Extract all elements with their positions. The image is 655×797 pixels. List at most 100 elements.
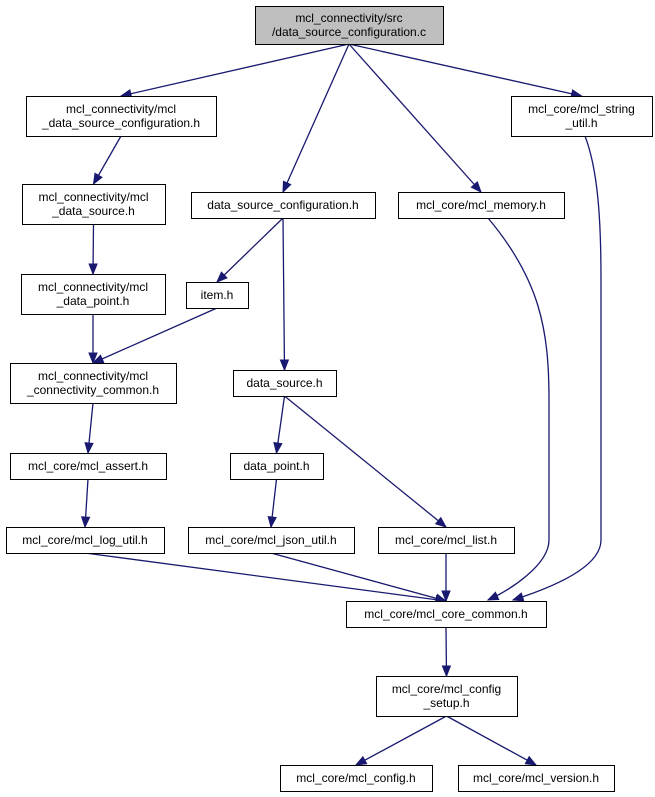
- node-mcl-ds-h[interactable]: mcl_connectivity/mcl_data_source.h: [22, 184, 166, 225]
- edge-mcl_conn_common_h-to-mcl_assert_h: [84, 402, 94, 455]
- node-item-h[interactable]: item.h: [186, 282, 249, 309]
- arrowhead: [92, 172, 103, 186]
- edge-line: [92, 307, 218, 364]
- edge-mcl_dsc_h-to-mcl_ds_h: [92, 135, 122, 186]
- edge-mcl_json_util_h-to-mcl_core_common_h: [270, 552, 448, 603]
- node-label: item.h: [201, 288, 234, 302]
- nodes-layer: mcl_connectivity/src/data_source_configu…: [6, 6, 653, 792]
- edge-data_source_h-to-mcl_list_h: [284, 395, 448, 528]
- node-mcl-dsc-h[interactable]: mcl_connectivity/mcl_data_source_configu…: [26, 96, 217, 137]
- node-label: /data_source_configuration.c: [272, 25, 426, 39]
- node-label: mcl_core/mcl_list.h: [395, 533, 497, 547]
- edge-line: [270, 552, 447, 602]
- node-label: mcl_core/mcl_version.h: [473, 771, 599, 785]
- edge-line: [355, 715, 447, 766]
- node-mcl-log-util-h[interactable]: mcl_core/mcl_log_util.h: [6, 527, 165, 554]
- edge-line: [120, 43, 350, 97]
- arrowhead: [91, 354, 105, 364]
- edge-mcl_memory_h-to-mcl_core_common_h: [486, 217, 550, 601]
- node-box: [376, 676, 518, 717]
- edge-item_h-to-mcl_conn_common_h: [91, 307, 218, 364]
- arrowhead: [441, 590, 451, 603]
- node-box: [10, 363, 177, 404]
- edge-line: [348, 43, 582, 97]
- node-label: _setup.h: [422, 696, 469, 710]
- edge-line: [487, 217, 550, 601]
- arrowhead: [216, 271, 228, 283]
- edge-line: [512, 135, 602, 601]
- node-label: _util.h: [564, 116, 597, 130]
- arrowhead: [470, 181, 482, 194]
- edges-layer: [80, 43, 602, 766]
- arrowhead: [88, 352, 98, 365]
- edge-mcl_dp_h-to-mcl_conn_common_h: [88, 314, 98, 365]
- node-mcl-json-util-h[interactable]: mcl_core/mcl_json_util.h: [188, 527, 355, 554]
- node-mcl-string-util-h[interactable]: mcl_core/mcl_string_util.h: [511, 96, 653, 137]
- node-label: mcl_core/mcl_config: [392, 682, 501, 696]
- edge-line: [282, 217, 286, 371]
- edge-mcl_list_h-to-mcl_core_common_h: [441, 553, 451, 603]
- node-mcl-core-common-h[interactable]: mcl_core/mcl_core_common.h: [346, 601, 547, 628]
- node-label: mcl_core/mcl_string: [528, 102, 635, 116]
- node-label: _data_source_configuration.h: [41, 116, 200, 130]
- node-mcl-memory-h[interactable]: mcl_core/mcl_memory.h: [398, 192, 565, 219]
- arrowhead: [84, 442, 94, 455]
- edge-root-to-mcl_dsc_h: [119, 43, 350, 99]
- arrowhead: [88, 263, 98, 276]
- edge-mcl_string_util_h-to-mcl_core_common_h: [511, 135, 602, 602]
- node-box: [21, 274, 166, 315]
- edge-line: [216, 217, 284, 283]
- node-mcl-dp-h[interactable]: mcl_connectivity/mcl_data_point.h: [21, 274, 166, 315]
- edge-line: [348, 43, 482, 193]
- edge-mcl_config_setup_h-to-mcl_config_h: [354, 715, 447, 766]
- node-mcl-config-h[interactable]: mcl_core/mcl_config.h: [280, 765, 433, 792]
- edge-line: [446, 715, 537, 766]
- edge-mcl_ds_h-to-mcl_dp_h: [88, 223, 98, 276]
- arrowhead: [511, 592, 525, 602]
- arrowhead: [486, 591, 500, 601]
- node-label: _connectivity_common.h: [26, 383, 159, 397]
- node-box: [10, 453, 167, 480]
- node-mcl-config-setup-h[interactable]: mcl_core/mcl_config_setup.h: [376, 676, 518, 717]
- node-root[interactable]: mcl_connectivity/src/data_source_configu…: [255, 6, 444, 45]
- node-label: mcl_core/mcl_assert.h: [28, 459, 148, 473]
- node-data-point-h[interactable]: data_point.h: [230, 453, 324, 480]
- edge-dsc_h-to-item_h: [216, 217, 284, 283]
- node-mcl-assert-h[interactable]: mcl_core/mcl_assert.h: [10, 453, 167, 480]
- node-data-source-h[interactable]: data_source.h: [233, 370, 337, 397]
- node-box: [398, 192, 565, 219]
- edge-mcl_log_util_h-to-mcl_core_common_h: [84, 552, 448, 605]
- node-box: [191, 192, 376, 219]
- node-box: [230, 453, 324, 480]
- node-mcl-list-h[interactable]: mcl_core/mcl_list.h: [378, 527, 515, 554]
- node-mcl-version-h[interactable]: mcl_core/mcl_version.h: [458, 765, 615, 792]
- arrowhead: [282, 180, 292, 194]
- node-mcl-conn-common-h[interactable]: mcl_connectivity/mcl_connectivity_common…: [10, 363, 177, 404]
- node-box: [233, 370, 337, 397]
- node-label: mcl_connectivity/mcl: [38, 280, 148, 294]
- node-label: _data_source.h: [51, 204, 135, 218]
- edge-root-to-mcl_string_util_h: [348, 43, 583, 99]
- edge-root-to-mcl_memory_h: [348, 43, 482, 194]
- edge-line: [282, 43, 350, 193]
- node-box: [186, 282, 249, 309]
- edge-mcl_config_setup_h-to-mcl_version_h: [446, 715, 538, 766]
- node-box: [255, 6, 444, 45]
- node-box: [22, 184, 166, 225]
- edge-root-to-dsc_h: [282, 43, 350, 194]
- node-box: [511, 96, 653, 137]
- node-box: [6, 527, 165, 554]
- node-label: mcl_connectivity/mcl: [66, 102, 176, 116]
- node-label: mcl_connectivity/src: [295, 11, 402, 25]
- arrowhead: [354, 755, 368, 766]
- node-dsc-h[interactable]: data_source_configuration.h: [191, 192, 376, 219]
- node-label: mcl_connectivity/mcl: [38, 369, 148, 383]
- arrowhead: [279, 359, 290, 372]
- arrowhead: [273, 441, 283, 455]
- arrowhead: [441, 665, 452, 678]
- edge-data_point_h-to-mcl_json_util_h: [267, 478, 278, 529]
- arrowhead: [524, 755, 538, 766]
- node-label: _data_point.h: [56, 294, 130, 308]
- node-box: [458, 765, 615, 792]
- node-label: mcl_core/mcl_config.h: [296, 771, 415, 785]
